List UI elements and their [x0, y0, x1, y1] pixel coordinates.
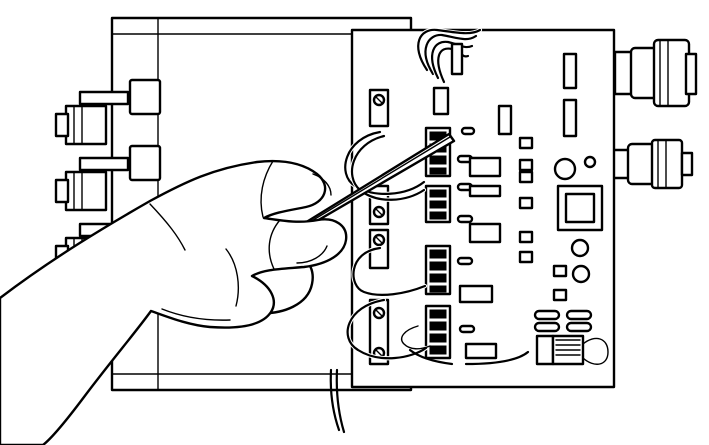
left-fitting-2: [54, 144, 162, 212]
right-fitting-bottom: [611, 138, 694, 190]
terminal-block-2: [424, 184, 452, 224]
small-connector: [497, 104, 513, 136]
lead-wire-2: [335, 368, 346, 434]
terminal-block-3: [424, 244, 452, 296]
terminal-block-4: [424, 304, 452, 360]
board-wires: [343, 129, 530, 366]
hand: [0, 159, 348, 445]
header-connector-1: [562, 52, 578, 90]
board-components: [456, 126, 609, 366]
left-fitting-1: [54, 78, 162, 146]
top-wire-bundle: [416, 27, 483, 116]
control-board: [329, 27, 616, 434]
lead-wire: [329, 368, 341, 432]
right-fitting-top: [613, 38, 698, 108]
header-connector-2: [562, 98, 578, 138]
